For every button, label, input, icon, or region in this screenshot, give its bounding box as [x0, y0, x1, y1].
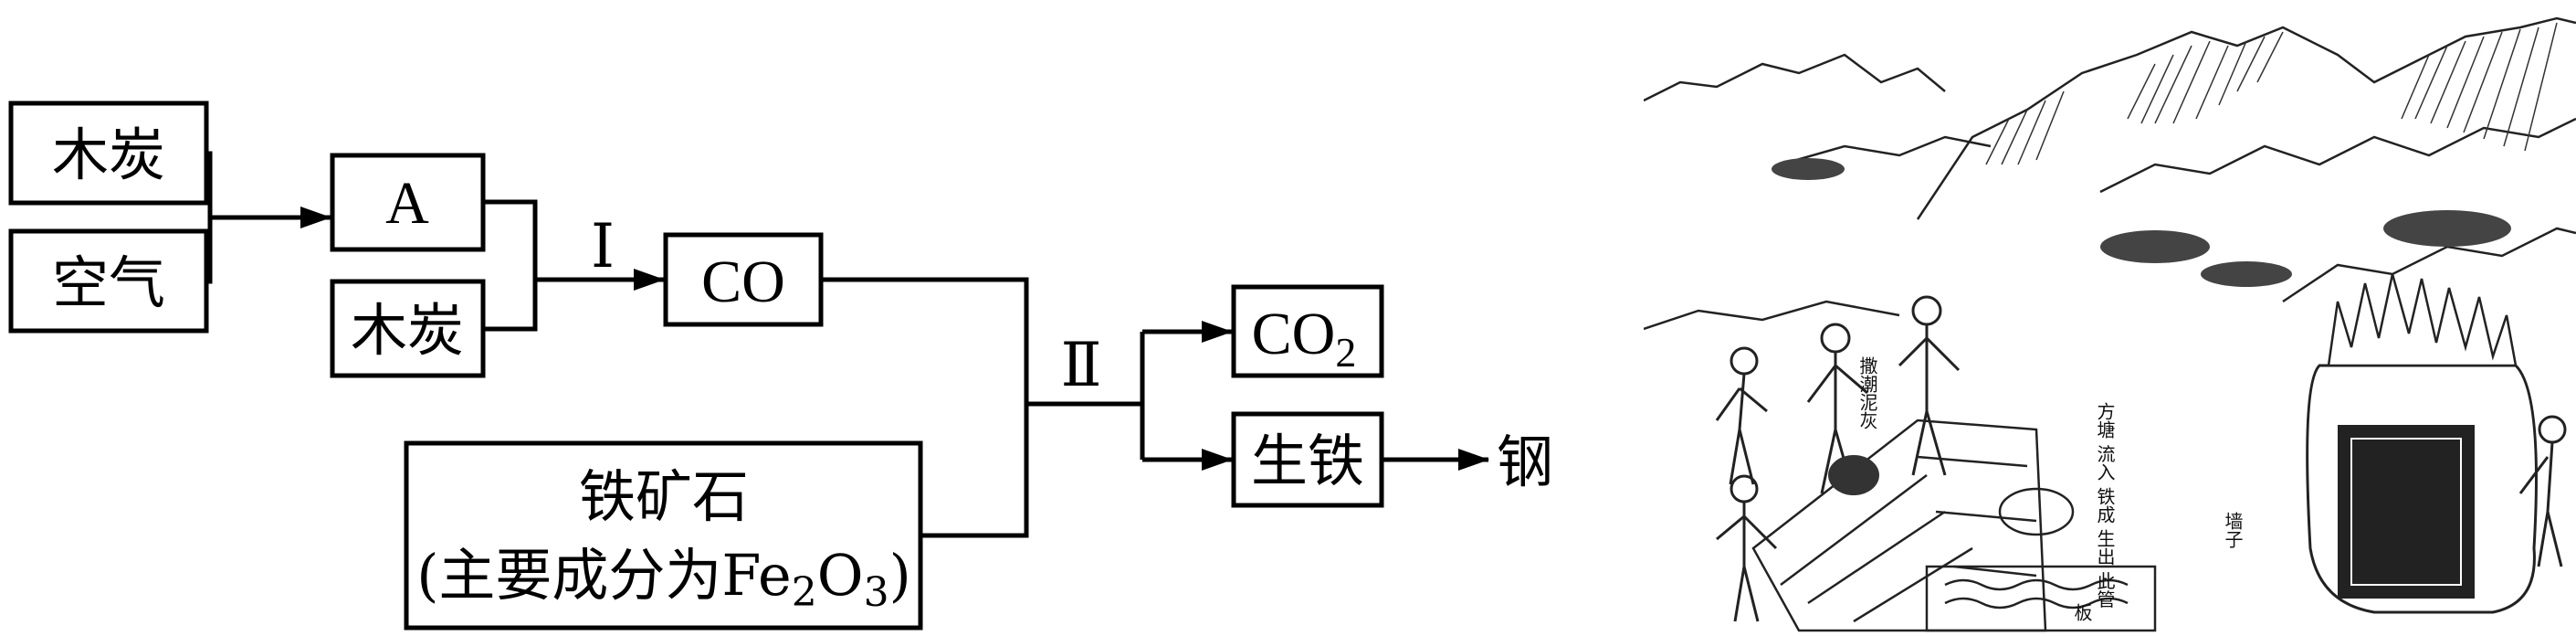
co2-label: CO2	[1252, 301, 1357, 376]
ancient-smelting-illustration: 撒潮泥灰 方塘 流入 铁成 生出 此管 墙子 板	[1644, 0, 2576, 636]
charcoal-box-1	[8, 101, 209, 206]
furnace	[2306, 273, 2538, 614]
co2-subscript: 2	[1335, 329, 1356, 376]
iron-ore-composition: (主要成分为Fe2O3)	[416, 542, 911, 616]
steel-label: 钢	[1497, 429, 1553, 495]
iron-ore-label: 铁矿石	[579, 463, 749, 530]
air-box	[8, 228, 209, 334]
co-label: CO	[701, 249, 785, 315]
illustration-captions: 撒潮泥灰 方塘 流入 铁成 生出 此管 墙子 板	[1856, 356, 2244, 621]
caption-2: 方塘 流入 铁成 生出 此管	[2094, 402, 2116, 609]
a-label: A	[385, 170, 429, 237]
connector-a-charcoal	[483, 199, 538, 332]
hatching	[1985, 22, 2558, 165]
worker-figures	[1715, 295, 2567, 622]
co-box	[663, 232, 824, 327]
tree-clusters	[1772, 158, 2511, 287]
charcoal-label-2: 木炭	[351, 297, 464, 364]
caption-3: 墙子	[2222, 512, 2244, 548]
brick-platform	[1751, 419, 2157, 632]
iron-ore-box	[404, 440, 923, 631]
pig-iron-label: 生铁	[1251, 428, 1364, 494]
a-box	[330, 153, 486, 252]
step-1-label: Ⅰ	[591, 214, 615, 281]
caption-1: 撒潮泥灰	[1856, 356, 1878, 429]
charcoal-label-1: 木炭	[52, 122, 165, 188]
connector-co-ore	[821, 277, 1029, 538]
air-label: 空气	[52, 249, 165, 316]
caption-4: 板	[2071, 603, 2093, 621]
step-2-label: Ⅱ	[1061, 333, 1102, 399]
pig-iron-box	[1231, 411, 1384, 508]
iron-smelting-flowchart: 木炭 空气 A 木炭 CO CO2 生铁 铁矿石 (主要成分为Fe2O3) 钢 …	[8, 101, 1553, 631]
pots	[1828, 455, 2075, 536]
co2-box	[1231, 284, 1384, 378]
mountain-lines	[1644, 16, 2576, 331]
